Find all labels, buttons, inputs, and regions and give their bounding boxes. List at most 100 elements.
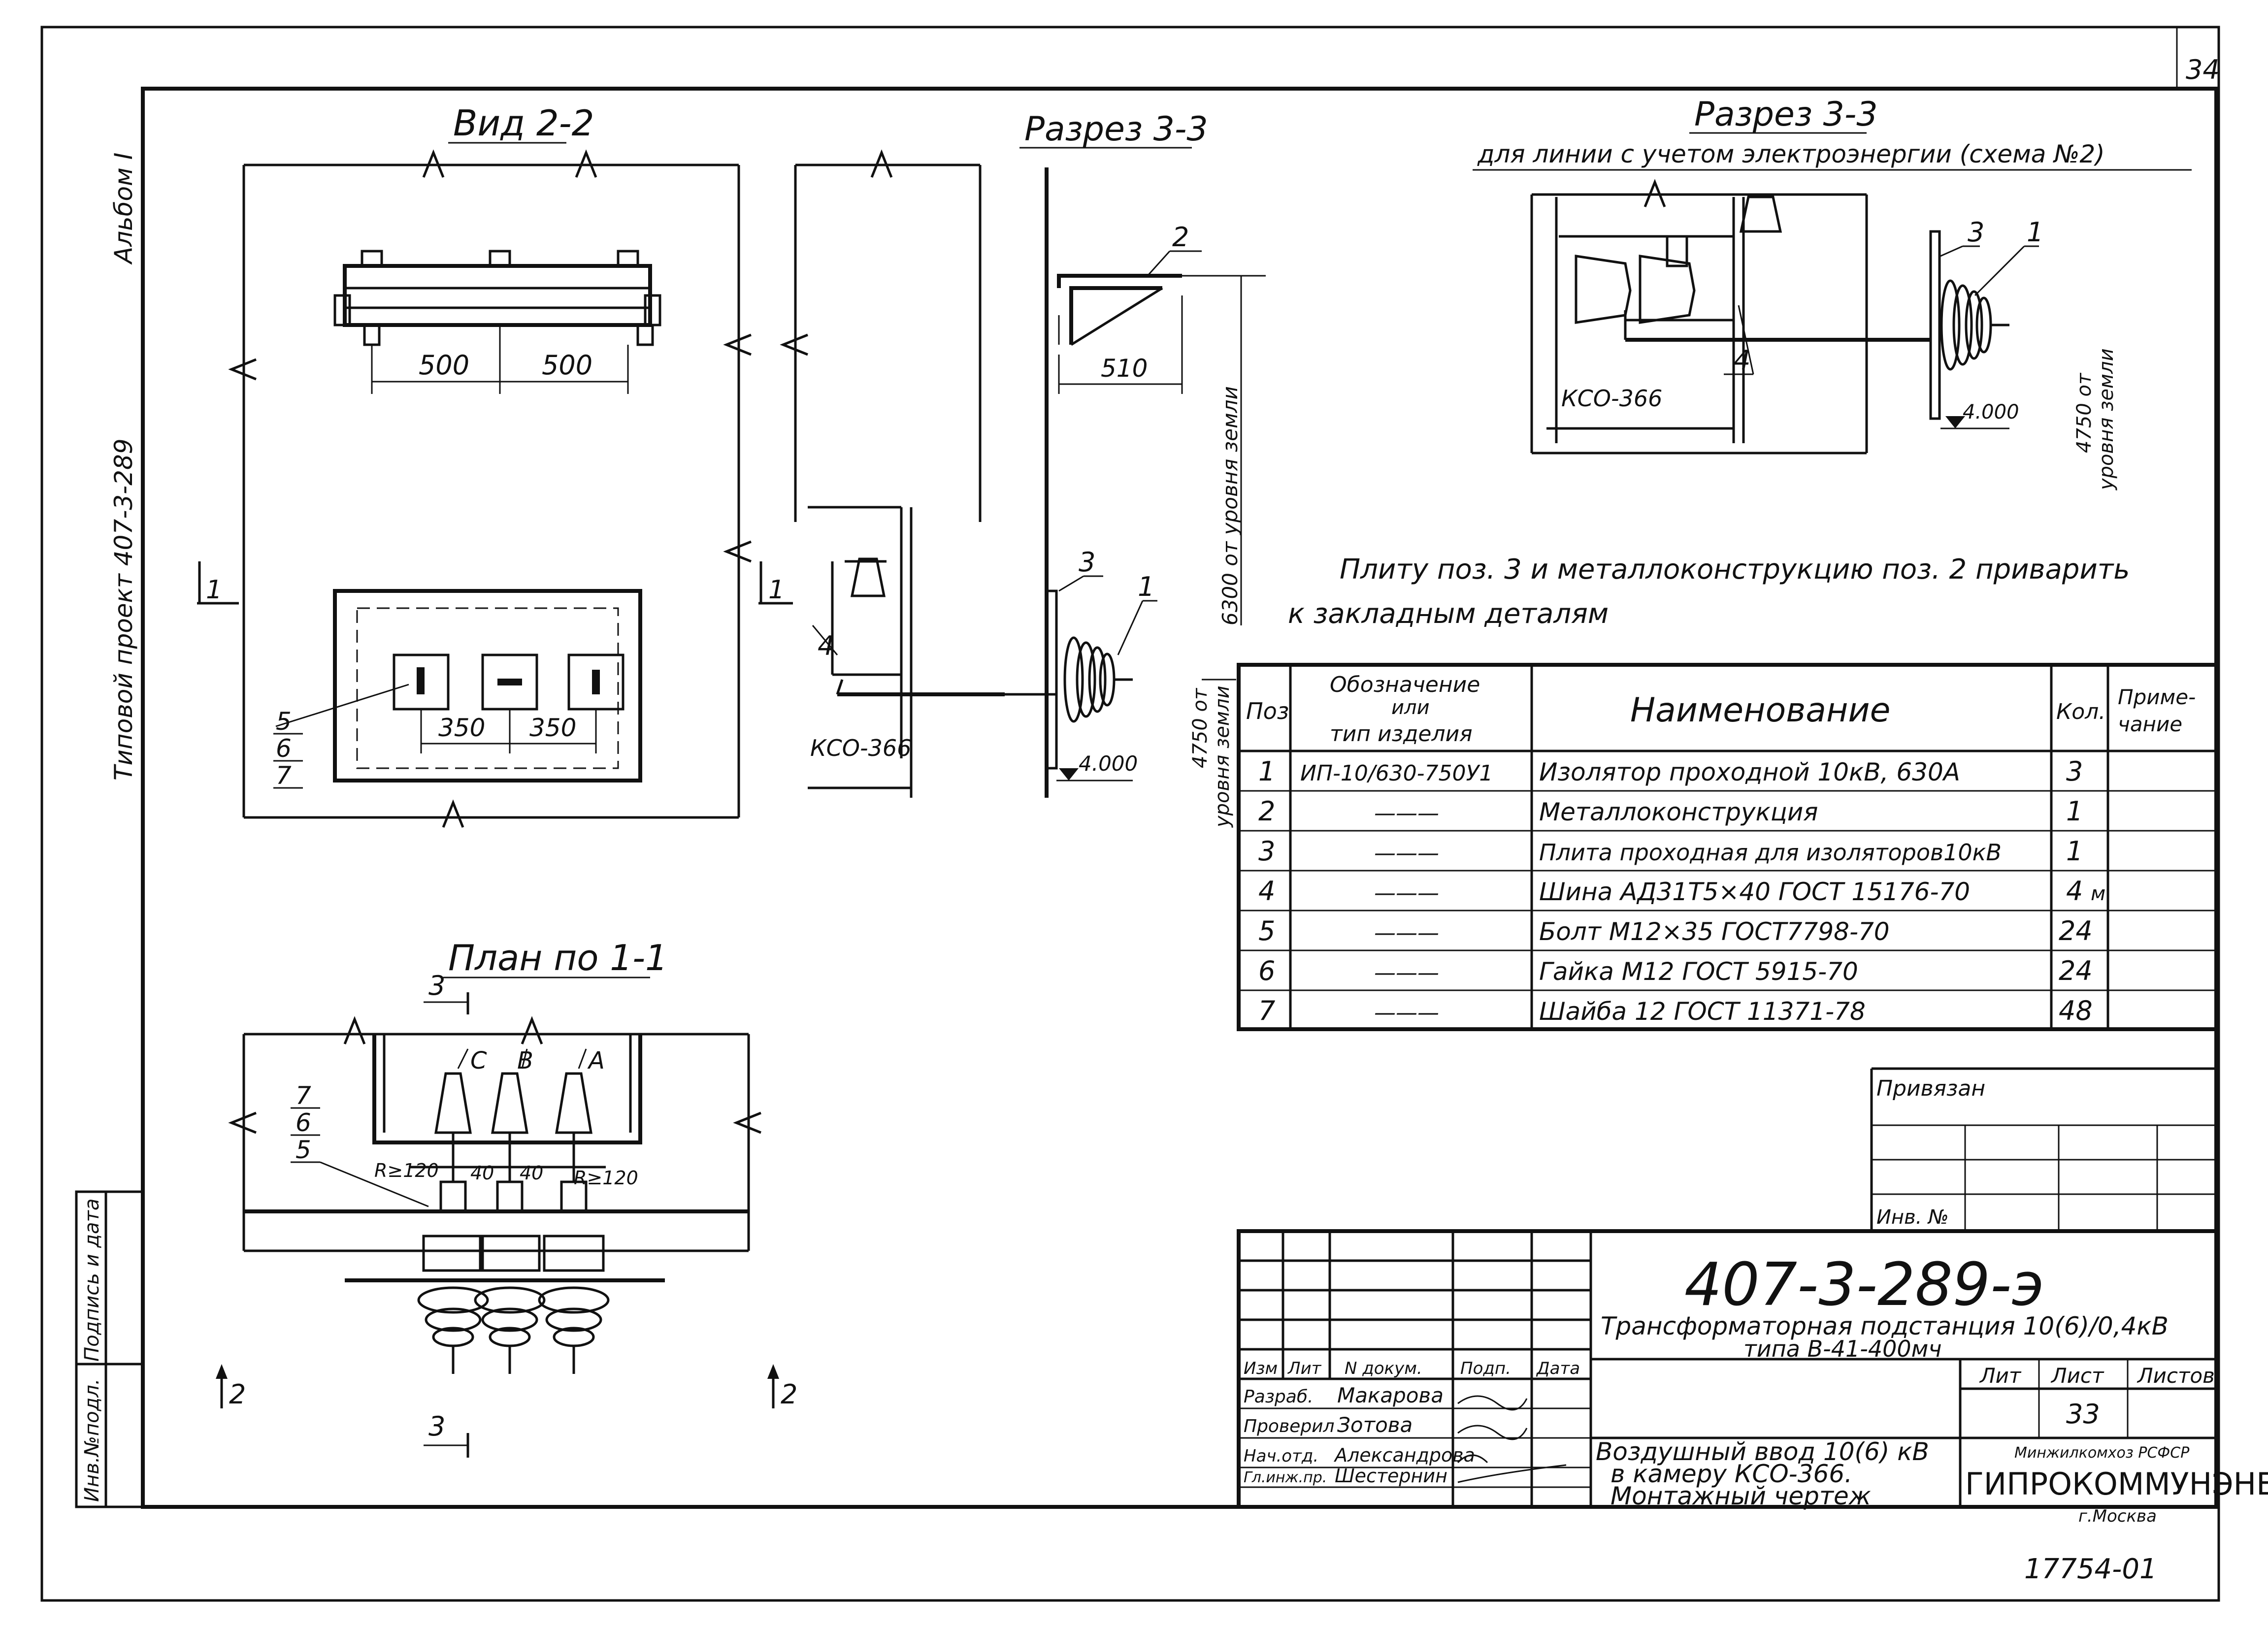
- gap-right: 40: [520, 1162, 543, 1184]
- sheet-header: Лист: [2050, 1364, 2104, 1388]
- scheme2-subtitle: для линии с учетом электроэнергии (схема…: [1477, 140, 2105, 168]
- name-head: Александрова: [1333, 1444, 1475, 1466]
- row-designation: ———: [1374, 841, 1439, 866]
- break-mark: [1643, 179, 1666, 207]
- break-mark: [422, 149, 445, 178]
- col-sign: Подп.: [1460, 1359, 1511, 1378]
- row-qty: 3: [2066, 756, 2083, 787]
- level-4000: 4.000: [1079, 751, 1138, 776]
- phase-b: [474, 1072, 546, 1374]
- header-note-1: Приме-: [2118, 685, 2196, 709]
- section-3-3: Разрез 3-3 510 2 6300 от уровня земли: [723, 110, 1266, 828]
- table-row: 7 ——— Шайба 12 ГОСТ 11371-78 48: [1258, 995, 2093, 1026]
- signature-date-stamp: Подпись и дата: [81, 1199, 103, 1362]
- row-name: Гайка М12 ГОСТ 5915-70: [1539, 957, 1858, 986]
- role-chief: Гл.инж.пр.: [1244, 1469, 1327, 1486]
- break-mark: [733, 1111, 761, 1134]
- dim-350-right: 350: [529, 714, 576, 742]
- radius-left: R≥120: [374, 1160, 439, 1181]
- break-mark: [575, 149, 597, 178]
- inventory-original-stamp: Инв.№подл.: [81, 1378, 103, 1502]
- break-mark: [343, 1016, 366, 1044]
- header-pos: Поз: [1246, 698, 1289, 724]
- row-pos: 2: [1258, 796, 1275, 827]
- row-name: Изолятор проходной 10кВ, 630А: [1539, 758, 1960, 786]
- callout-1: 1: [1138, 571, 1154, 602]
- row-name: Металлоконструкция: [1539, 798, 1818, 826]
- binding-label: Привязан: [1876, 1076, 1985, 1101]
- row-designation: ———: [1374, 920, 1439, 945]
- scheme2-height-4750-top: 4750 от: [2073, 372, 2096, 453]
- height-4750-top: 4750 от: [1189, 687, 1212, 768]
- header-note-2: чание: [2118, 712, 2182, 736]
- plan-callout-6: 6: [296, 1108, 311, 1137]
- sheet-title-1: Воздушный ввод 10(6) кВ: [1596, 1437, 1929, 1466]
- plate: [333, 589, 642, 782]
- table-row: 1 ИП-10/630-750У1 Изолятор проходной 10к…: [1258, 756, 2083, 787]
- album-stamp: Альбом I: [109, 153, 138, 265]
- role-head: Нач.отд.: [1244, 1446, 1318, 1466]
- name-developed: Макарова: [1337, 1383, 1444, 1407]
- callout-5: 5: [276, 707, 292, 736]
- view-mark-2-left: 2: [229, 1379, 246, 1410]
- gap-left: 40: [470, 1162, 494, 1184]
- dim-500-right: 500: [542, 350, 592, 381]
- insulator: [1063, 636, 1133, 723]
- phase-c-label: C: [470, 1047, 487, 1075]
- dim-510: 510: [1101, 354, 1148, 383]
- document-code: 407-3-289-э: [1684, 1251, 2044, 1319]
- phase-c: [417, 1072, 489, 1374]
- header-designation-2: или: [1391, 696, 1430, 719]
- break-mark: [521, 1016, 543, 1044]
- scheme2-height-4750-bottom: уровня земли: [2095, 348, 2118, 490]
- scheme2-callout-3: 3: [1968, 217, 1984, 248]
- break-mark: [442, 799, 464, 828]
- view-mark-2-right: 2: [781, 1379, 797, 1410]
- side-stamp-box: [75, 1190, 144, 1508]
- stage-header: Лит: [1979, 1364, 2022, 1388]
- plan-1-1: План по 1-1: [216, 937, 797, 1458]
- archive-number: 17754-01: [2024, 1553, 2157, 1585]
- sheet-corner-number: 34: [2186, 54, 2220, 85]
- table-row: 3 ——— Плита проходная для изоляторов10кВ…: [1258, 836, 2083, 867]
- row-pos: 6: [1258, 955, 1275, 986]
- scheme2-level-4000: 4.000: [1963, 401, 2019, 424]
- row-qty: 24: [2059, 915, 2093, 946]
- scheme2-kso-label: КСО-366: [1561, 385, 1662, 412]
- row-pos: 7: [1258, 995, 1275, 1026]
- table-row: 2 ——— Металлоконструкция 1: [1258, 796, 2083, 827]
- phase-a: [538, 1072, 610, 1374]
- header-name: Наименование: [1630, 691, 1890, 730]
- row-qty: 1: [2066, 796, 2083, 827]
- role-developed: Разраб.: [1244, 1387, 1313, 1407]
- table-row: 6 ——— Гайка М12 ГОСТ 5915-70 24: [1258, 955, 2093, 986]
- section-mark-3-bottom: 3: [428, 1411, 445, 1442]
- org-top: Минжилкомхоз РСФСР: [2014, 1444, 2190, 1462]
- role-checked: Проверил: [1244, 1416, 1335, 1436]
- note-line-2: к закладным деталям: [1288, 598, 1609, 630]
- beam: [343, 264, 652, 327]
- row-qty: 48: [2059, 995, 2093, 1026]
- sheets-header: Листов: [2137, 1364, 2215, 1388]
- title-line-1: Трансформаторная подстанция 10(6)/0,4кВ: [1601, 1312, 2169, 1340]
- radius-right: R≥120: [574, 1167, 638, 1189]
- height-4750-bottom: уровня земли: [1211, 685, 1234, 828]
- title-block: 407-3-289-э Трансформаторная подстанция …: [1237, 1229, 2268, 1526]
- view-2-2: Вид 2-2 500 500: [197, 102, 752, 828]
- plan-callout-5: 5: [296, 1136, 311, 1164]
- section-mark-1: 1: [768, 575, 785, 605]
- break-mark: [870, 149, 893, 178]
- section-mark-1: 1: [206, 575, 222, 605]
- row-qty: 24: [2059, 955, 2093, 986]
- row-name: Плита проходная для изоляторов10кВ: [1539, 839, 2002, 866]
- phase-b-label: B: [517, 1047, 533, 1075]
- row-pos: 5: [1258, 915, 1275, 946]
- row-name: Шайба 12 ГОСТ 11371-78: [1539, 997, 1866, 1026]
- row-qty: 1: [2066, 836, 2083, 867]
- row-qty: 4: [2066, 876, 2083, 907]
- signature-scribble: [1457, 1464, 1567, 1483]
- row-name: Болт М12×35 ГОСТ7798-70: [1539, 917, 1890, 946]
- row-designation: ИП-10/630-750У1: [1300, 761, 1493, 786]
- callout-4: 4: [818, 630, 834, 661]
